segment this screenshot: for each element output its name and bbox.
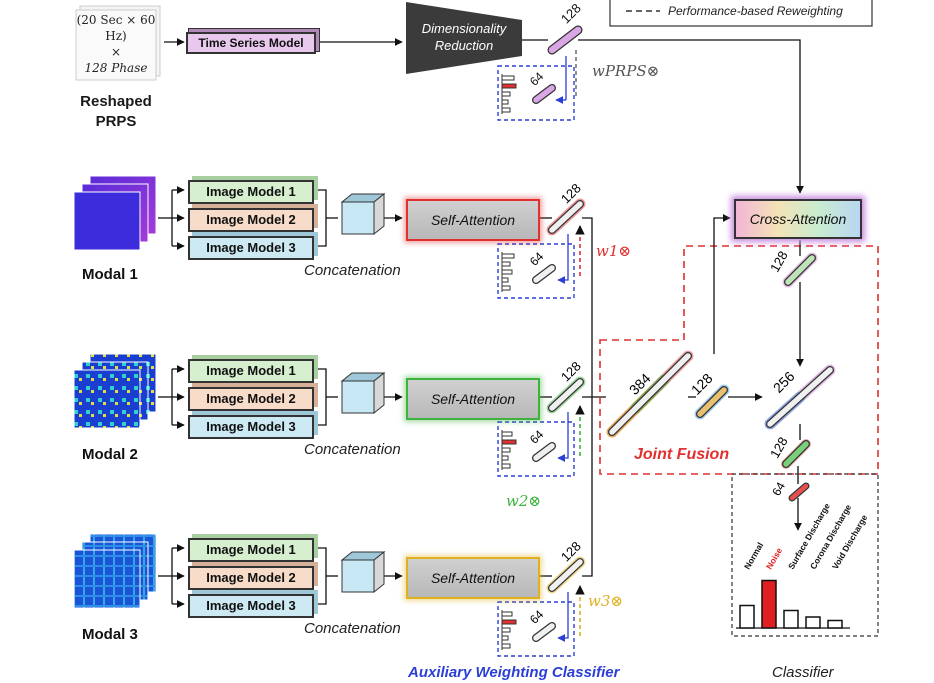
row1-concatenation-label: Concatenation bbox=[304, 262, 401, 279]
prps-label-line1: Reshaped bbox=[80, 93, 152, 110]
classifier-label: Classifier bbox=[772, 664, 834, 681]
modal1-stack bbox=[73, 175, 157, 251]
joint-fusion-region bbox=[599, 245, 879, 475]
row2-weight: w2⊗ bbox=[506, 492, 541, 510]
joint-fusion-label: Joint Fusion bbox=[634, 446, 730, 463]
row2-aux-bars bbox=[501, 430, 517, 470]
classifier-bar-normal bbox=[739, 604, 755, 629]
dim-reduction-block bbox=[406, 2, 522, 74]
row3-weight: w3⊗ bbox=[588, 592, 623, 610]
modal-2-label: Modal 2 bbox=[82, 446, 138, 463]
dim-reduction-line1: Dimensionality bbox=[421, 21, 507, 36]
fusion-vector-256 bbox=[764, 364, 836, 430]
prps-vector-128 bbox=[547, 25, 583, 55]
modal2-stack bbox=[73, 353, 157, 429]
row3-image-model-1: Image Model 1 bbox=[188, 538, 314, 562]
prps-label-line2: PRPS bbox=[95, 113, 137, 130]
cross-attention-block: Cross-Attention bbox=[734, 199, 862, 239]
row1-weight: w1⊗ bbox=[596, 242, 631, 260]
prps-formula-line2: 128 Phase bbox=[84, 61, 148, 75]
modal-3-label: Modal 3 bbox=[82, 626, 138, 643]
row2-aux-vector-64 bbox=[532, 442, 556, 462]
legend-box bbox=[609, 0, 873, 27]
row2-image-model-3: Image Model 3 bbox=[188, 415, 314, 439]
classifier-bar-surface-discharge bbox=[783, 609, 799, 629]
classifier-bar-noise bbox=[761, 579, 777, 629]
row3-aux-box bbox=[497, 601, 575, 657]
w-prps-weight: wPRPS⊗ bbox=[592, 62, 660, 80]
row3-self-attention: Self-Attention bbox=[406, 557, 540, 599]
row1-self-attention: Self-Attention bbox=[406, 199, 540, 241]
prps-stack bbox=[75, 5, 161, 81]
modal3-stack bbox=[73, 533, 157, 609]
fusion-out-vector-128 bbox=[781, 439, 811, 469]
row2-vector-128 bbox=[546, 376, 586, 414]
cross-vector-128 bbox=[782, 252, 818, 288]
time-series-model-box: Time Series Model bbox=[186, 32, 316, 54]
row3-vector-128 bbox=[546, 556, 586, 594]
row2-image-model-2: Image Model 2 bbox=[188, 387, 314, 411]
row3-aux-bars bbox=[501, 610, 517, 650]
row1-image-model-3: Image Model 3 bbox=[188, 236, 314, 260]
row1-vector-128 bbox=[546, 198, 586, 236]
legend-label: Performance-based Reweighting bbox=[668, 4, 843, 18]
prps-label: Reshaped PRPS bbox=[66, 92, 166, 132]
row2-self-attention: Self-Attention bbox=[406, 378, 540, 420]
classifier-bars bbox=[736, 579, 850, 629]
prps-formula-line1: (20 Sec × 60 Hz) bbox=[76, 13, 156, 43]
row1-aux-vector-64 bbox=[532, 264, 556, 284]
prps-formula: (20 Sec × 60 Hz) × 128 Phase bbox=[66, 12, 166, 76]
row2-concatenation-label: Concatenation bbox=[304, 441, 401, 458]
concat-cube-2 bbox=[340, 371, 386, 415]
classifier-bar-void-discharge bbox=[827, 619, 843, 629]
classifier-bar-corona-discharge bbox=[805, 616, 821, 629]
row3-image-model-2: Image Model 2 bbox=[188, 566, 314, 590]
prps-aux-box bbox=[497, 65, 575, 121]
row2-image-model-1: Image Model 1 bbox=[188, 359, 314, 383]
fusion-vector-128 bbox=[694, 384, 730, 420]
row1-aux-bars bbox=[501, 252, 515, 292]
dim-reduction-line2: Reduction bbox=[434, 38, 494, 53]
aux-weighting-label: Auxiliary Weighting Classifier bbox=[408, 664, 620, 681]
row1-image-model-1: Image Model 1 bbox=[188, 180, 314, 204]
fusion-vector-384 bbox=[606, 350, 694, 438]
row3-aux-vector-64 bbox=[532, 622, 556, 642]
prps-formula-times: × bbox=[110, 45, 122, 59]
concat-cube-1 bbox=[340, 192, 386, 236]
dim-reduction-label: Dimensionality Reduction bbox=[406, 20, 522, 54]
row3-concatenation-label: Concatenation bbox=[304, 620, 401, 637]
row2-aux-box bbox=[497, 421, 575, 477]
prps-aux-bars bbox=[501, 74, 517, 114]
prps-aux-vector-64 bbox=[532, 84, 556, 104]
modal-1-label: Modal 1 bbox=[82, 266, 138, 283]
row3-image-model-3: Image Model 3 bbox=[188, 594, 314, 618]
concat-cube-3 bbox=[340, 550, 386, 594]
classifier-box bbox=[731, 473, 879, 637]
row1-aux-box bbox=[497, 243, 575, 299]
fusion-out-vector-64 bbox=[788, 482, 810, 502]
row1-image-model-2: Image Model 2 bbox=[188, 208, 314, 232]
